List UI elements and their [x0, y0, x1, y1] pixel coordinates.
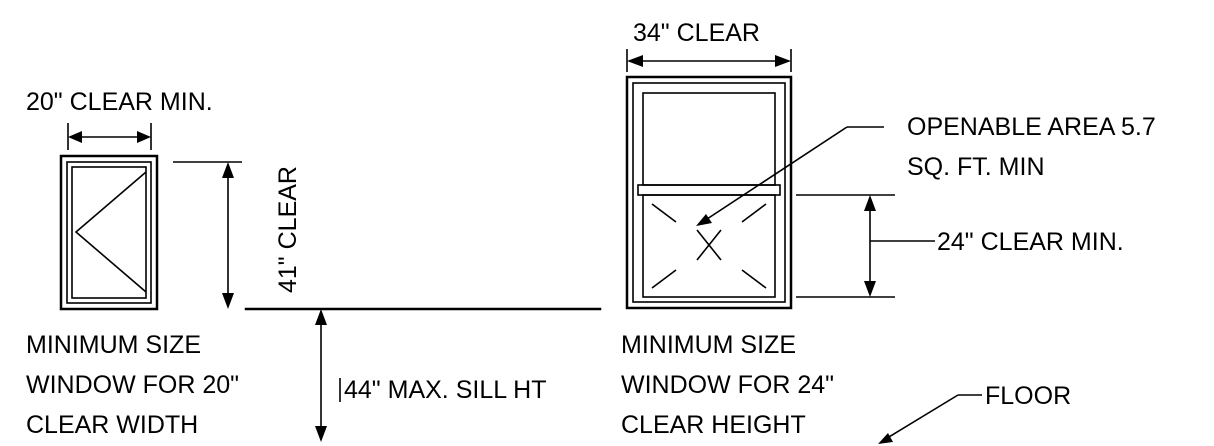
openable-area-label-line-1: OPENABLE AREA 5.7 [907, 113, 1156, 141]
right-caption-line-2: WINDOW FOR 24" [621, 371, 834, 399]
floor-leader [878, 394, 982, 444]
left-caption-line-2: WINDOW FOR 20" [26, 371, 239, 399]
sill-height-label: 44" MAX. SILL HT [344, 376, 546, 404]
casement-swing-indicator [74, 171, 147, 293]
left-window [59, 154, 159, 311]
sill-height-dimension [315, 309, 341, 442]
openable-area-leader [696, 126, 884, 226]
left-caption-line-3: CLEAR WIDTH [26, 411, 198, 439]
left-caption-line-1: MINIMUM SIZE [26, 331, 201, 359]
width-20-label: 20" CLEAR MIN. [26, 88, 213, 116]
width-34-dimension [626, 49, 792, 72]
right-caption-line-1: MINIMUM SIZE [621, 331, 796, 359]
width-20-dimension [67, 123, 152, 150]
height-41-dimension [173, 161, 242, 309]
height-24-label: 24" CLEAR MIN. [937, 228, 1124, 256]
height-24-dimension [796, 194, 935, 298]
openable-sash-dashes [651, 203, 767, 289]
left-caption: MINIMUM SIZE WINDOW FOR 20" CLEAR WIDTH [26, 331, 239, 439]
right-window [625, 75, 793, 310]
height-41-label: 41" CLEAR [274, 166, 302, 293]
width-34-label: 34" CLEAR [633, 19, 760, 47]
openable-area-label-line-2: SQ. FT. MIN [907, 153, 1045, 181]
right-caption-line-3: CLEAR HEIGHT [621, 411, 806, 439]
right-caption: MINIMUM SIZE WINDOW FOR 24" CLEAR HEIGHT [621, 331, 834, 439]
floor-label: FLOOR [985, 382, 1071, 410]
